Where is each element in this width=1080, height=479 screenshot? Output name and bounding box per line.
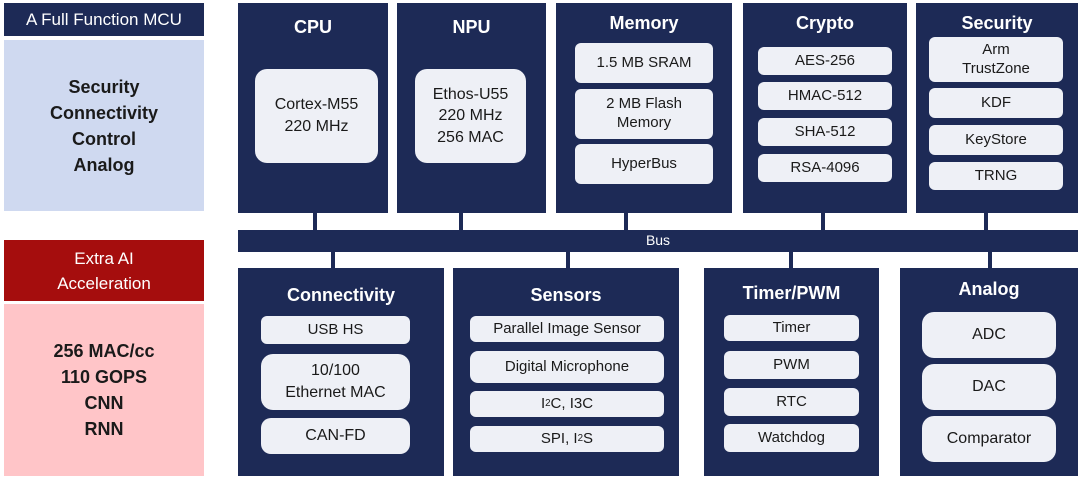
analog-comparator: Comparator — [922, 416, 1056, 462]
timer-bus-wire — [789, 250, 793, 270]
connectivity-bus-wire — [331, 250, 335, 270]
mcu-feature-list: Security Connectivity Control Analog — [4, 40, 204, 211]
ai-acceleration-header: Extra AI Acceleration — [4, 240, 204, 301]
analog-title: Analog — [958, 279, 1020, 299]
npu-core-block: Ethos-U55 220 MHz 256 MAC — [415, 69, 526, 163]
npu-panel: NPU Ethos-U55 220 MHz 256 MAC — [397, 3, 546, 213]
memory-sram: 1.5 MB SRAM — [575, 43, 713, 83]
analog-panel: Analog ADC DAC Comparator — [900, 268, 1078, 476]
spi-prefix: SPI, I — [540, 429, 578, 447]
crypto-aes: AES-256 — [758, 47, 892, 75]
security-bus-wire — [984, 210, 988, 232]
memory-title: Memory — [609, 13, 679, 33]
connectivity-panel: Connectivity USB HS 10/100 Ethernet MAC … — [238, 268, 444, 476]
sensors-image-sensor: Parallel Image Sensor — [470, 316, 664, 342]
sensors-microphone: Digital Microphone — [470, 351, 664, 383]
memory-flash: 2 MB Flash Memory — [575, 89, 713, 139]
crypto-rsa: RSA-4096 — [758, 154, 892, 182]
security-trustzone: Arm TrustZone — [929, 37, 1063, 82]
connectivity-ethernet: 10/100 Ethernet MAC — [261, 354, 410, 410]
ai-feature-list: 256 MAC/cc 110 GOPS CNN RNN — [4, 304, 204, 476]
connectivity-canfd: CAN-FD — [261, 418, 410, 454]
cpu-title: CPU — [293, 17, 332, 37]
cpu-core-block: Cortex-M55 220 MHz — [255, 69, 378, 163]
timer-rtc: RTC — [724, 388, 859, 416]
i2c-prefix: I — [540, 394, 546, 412]
npu-bus-wire — [459, 210, 463, 232]
cpu-bus-wire — [313, 210, 317, 232]
memory-panel: Memory 1.5 MB SRAM 2 MB Flash Memory Hyp… — [556, 3, 732, 213]
analog-adc: ADC — [922, 312, 1056, 358]
security-panel: Security Arm TrustZone KDF KeyStore TRNG — [916, 3, 1078, 213]
security-kdf: KDF — [929, 88, 1063, 118]
timer-pwm: PWM — [724, 351, 859, 379]
crypto-title: Crypto — [796, 13, 854, 33]
crypto-sha: SHA-512 — [758, 118, 892, 146]
npu-title: NPU — [452, 17, 491, 37]
mcu-header: A Full Function MCU — [4, 3, 204, 36]
memory-hyperbus: HyperBus — [575, 144, 713, 184]
timer-timer: Timer — [724, 315, 859, 341]
bus-label: Bus — [645, 232, 671, 248]
crypto-panel: Crypto AES-256 HMAC-512 SHA-512 RSA-4096 — [743, 3, 907, 213]
memory-bus-wire — [624, 210, 628, 232]
spi-suffix: S — [583, 429, 594, 447]
cpu-panel: CPU Cortex-M55 220 MHz — [238, 3, 388, 213]
sensors-bus-wire — [566, 250, 570, 270]
security-title: Security — [961, 13, 1033, 33]
security-keystore: KeyStore — [929, 125, 1063, 155]
connectivity-usb: USB HS — [261, 316, 410, 344]
analog-bus-wire — [988, 250, 992, 270]
timer-watchdog: Watchdog — [724, 424, 859, 452]
connectivity-title: Connectivity — [286, 285, 396, 305]
i2c-suffix: C, I3C — [550, 394, 594, 412]
system-bus: Bus — [238, 230, 1078, 252]
timer-pwm-title: Timer/PWM — [742, 283, 841, 303]
analog-dac: DAC — [922, 364, 1056, 410]
timer-pwm-panel: Timer/PWM Timer PWM RTC Watchdog — [704, 268, 879, 476]
security-trng: TRNG — [929, 162, 1063, 190]
crypto-bus-wire — [821, 210, 825, 232]
crypto-hmac: HMAC-512 — [758, 82, 892, 110]
sensors-panel: Sensors Parallel Image Sensor Digital Mi… — [453, 268, 679, 476]
sensors-title: Sensors — [530, 285, 602, 305]
